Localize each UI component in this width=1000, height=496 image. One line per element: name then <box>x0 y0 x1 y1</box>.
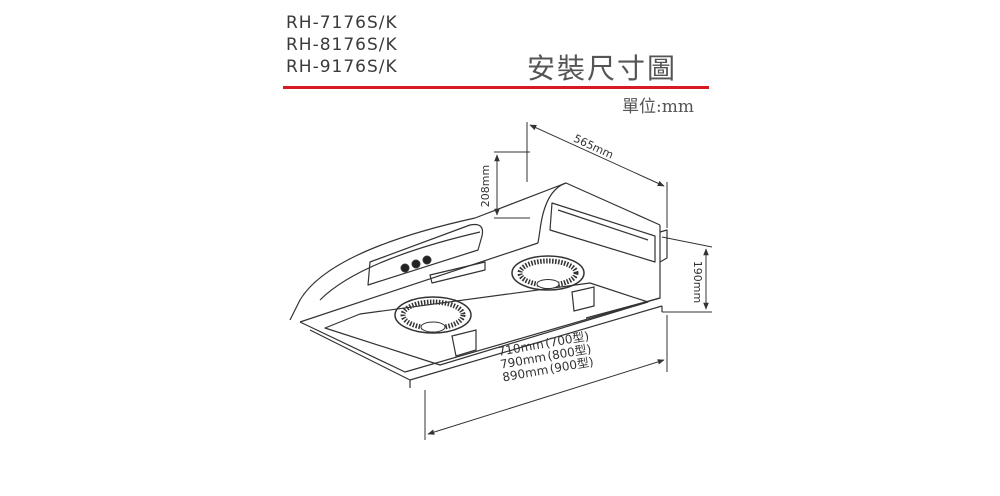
model-name: RH-8176S/K <box>286 35 398 55</box>
control-knobs <box>400 255 432 273</box>
fan-filter-left-icon <box>394 296 472 334</box>
front-height-label: 190mm <box>691 261 704 303</box>
oil-cup-icon <box>451 329 477 357</box>
knob-icon <box>400 263 410 273</box>
title-underline <box>283 86 709 89</box>
knob-icon <box>411 259 421 269</box>
diagram-title: 安裝尺寸圖 <box>527 52 678 85</box>
fan-filter-right-icon <box>511 255 585 291</box>
unit-label: 單位:mm <box>622 97 694 117</box>
knob-icon <box>422 255 432 265</box>
model-list: RH-7176S/K RH-8176S/K RH-9176S/K <box>286 12 398 78</box>
model-name: RH-7176S/K <box>286 13 398 33</box>
back-height-label: 208mm <box>479 165 492 207</box>
oil-cup-icon <box>571 286 595 312</box>
model-name: RH-9176S/K <box>286 57 398 77</box>
